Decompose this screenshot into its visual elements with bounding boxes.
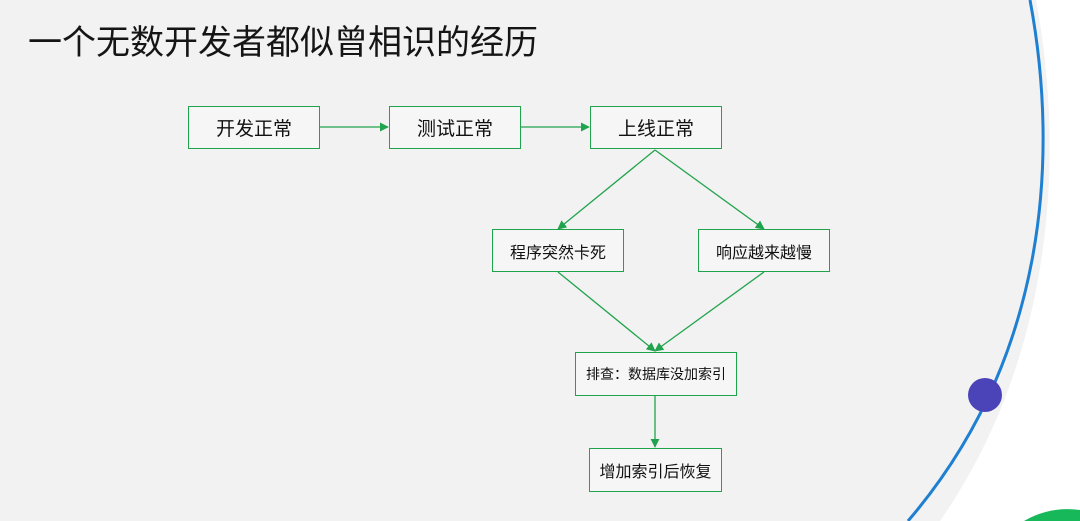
node-label: 测试正常 [416,118,493,140]
white-ring-arc [940,0,1080,521]
node-test-normal: 测试正常 [389,106,521,149]
edge-slow-to-diagnose [654,271,765,352]
node-program-freeze: 程序突然卡死 [492,229,624,272]
green-corner-shape [1024,509,1080,521]
node-label: 上线正常 [617,118,694,140]
blue-ring-arc [906,0,1045,521]
node-label: 响应越来越慢 [715,242,812,262]
node-label: 程序突然卡死 [509,242,606,262]
node-recover: 增加索引后恢复 [589,448,722,492]
node-label: 开发正常 [215,118,292,140]
edge-freeze-to-diagnose [557,271,656,352]
node-response-slow: 响应越来越慢 [698,229,830,272]
node-dev-normal: 开发正常 [188,106,320,149]
node-label: 增加索引后恢复 [599,462,712,481]
node-diagnose: 排查：数据库没加索引 [575,352,737,396]
edge-online-to-slow [654,149,765,230]
purple-dot-icon [968,378,1002,412]
node-online-normal: 上线正常 [590,106,722,149]
page-title: 一个无数开发者都似曾相识的经历 [28,23,538,63]
edge-online-to-freeze [557,149,656,230]
node-label: 排查：数据库没加索引 [586,367,726,383]
